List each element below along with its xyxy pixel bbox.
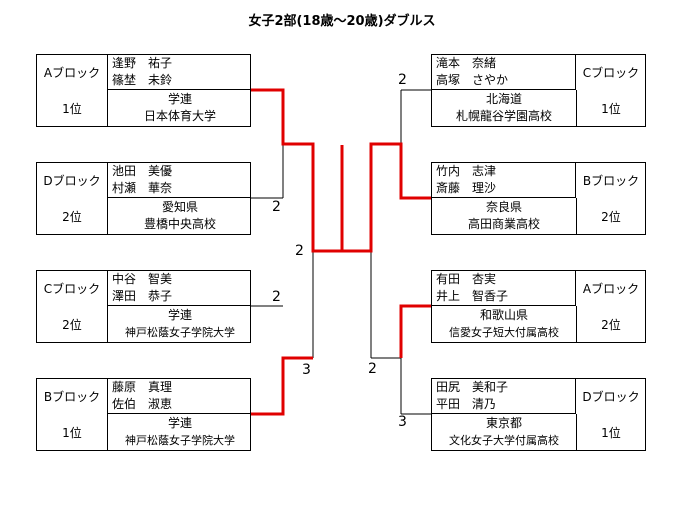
affiliation-region: 北海道 [485,92,522,106]
affiliation: 東京都 文化女子大学付属高校 [432,414,577,450]
affiliation-school: 文化女子大学付属高校 [449,434,559,447]
affiliation: 和歌山県 信愛女子短大付属高校 [432,306,577,342]
block-label: Cブロック [582,66,640,80]
block-label: Bブロック [582,174,640,188]
block-label: Aブロック [43,66,101,80]
affiliation-school: 豊橋中央高校 [143,217,216,231]
player-name: 中谷 智美 [112,272,173,286]
player-name: 滝本 奈緒 [436,56,497,70]
score-left-r1-bottom-b: 3 [302,362,311,378]
player-name: 有田 杏実 [436,272,497,286]
players: 逢野 祐子 篠埜 未鈴 [107,55,251,90]
player-name: 藤原 真理 [112,380,173,394]
players: 中谷 智美 澤田 恭子 [107,271,251,306]
rank-label: 1位 [62,102,82,116]
affiliation: 奈良県 高田商業高校 [432,198,577,234]
score-left-semi: 2 [295,243,304,259]
affiliation-school: 高田商業高校 [467,217,540,231]
entry-right-4: 田尻 美和子 平田 清乃 東京都 文化女子大学付属高校 Dブロック 1位 [431,378,646,451]
affiliation-school: 神戸松蔭女子学院大学 [125,434,235,447]
players: 池田 美優 村瀬 華奈 [107,163,251,198]
block-label: Cブロック [43,282,101,296]
entry-left-4: Bブロック 1位 藤原 真理 佐伯 淑恵 学連 神戸松蔭女子学院大学 [36,378,251,451]
block-label: Aブロック [582,282,640,296]
affiliation: 愛知県 豊橋中央高校 [107,198,252,234]
players: 有田 杏実 井上 智香子 [432,271,576,306]
player-name: 田尻 美和子 [436,380,509,394]
player-name: 篠埜 未鈴 [112,73,173,87]
rank-label: 1位 [601,426,621,440]
rank-label: 2位 [62,210,82,224]
affiliation: 学連 神戸松蔭女子学院大学 [107,306,252,342]
affiliation: 学連 神戸松蔭女子学院大学 [107,414,252,450]
affiliation-school: 信愛女子短大付属高校 [449,326,559,339]
entry-right-3: 有田 杏実 井上 智香子 和歌山県 信愛女子短大付属高校 Aブロック 2位 [431,270,646,343]
bracket-lines-winner [251,88,431,416]
affiliation-school: 神戸松蔭女子学院大学 [125,326,235,339]
bracket-lines-black-left [251,144,314,358]
block-label: Dブロック [582,390,640,404]
player-name: 池田 美優 [112,164,173,178]
score-right-semi: 2 [368,361,377,377]
entry-right-1: 滝本 奈緒 高塚 さやか 北海道 札幌龍谷学園高校 Cブロック 1位 [431,54,646,127]
score-right-r1-bottom: 3 [398,414,407,430]
player-name: 佐伯 淑恵 [112,397,173,411]
rank-label: 2位 [601,210,621,224]
affiliation-region: 和歌山県 [479,308,528,322]
affiliation-school: 日本体育大学 [143,109,216,123]
affiliation-region: 学連 [167,416,192,430]
score-left-r1-top: 2 [272,199,281,215]
players: 滝本 奈緒 高塚 さやか [432,55,576,90]
player-name: 村瀬 華奈 [112,181,173,195]
affiliation-region: 学連 [167,92,192,106]
affiliation: 学連 日本体育大学 [107,90,252,126]
player-name: 逢野 祐子 [112,56,173,70]
affiliation-school: 札幌龍谷学園高校 [455,109,552,123]
player-name: 竹内 志津 [436,164,497,178]
entry-right-2: 竹内 志津 斎藤 理沙 奈良県 高田商業高校 Bブロック 2位 [431,162,646,235]
entry-left-2: Dブロック 2位 池田 美優 村瀬 華奈 愛知県 豊橋中央高校 [36,162,251,235]
rank-label: 1位 [62,426,82,440]
bracket-lines-black-right [370,89,431,415]
score-left-r1-bottom-a: 2 [272,289,281,305]
affiliation-region: 東京都 [485,416,522,430]
affiliation: 北海道 札幌龍谷学園高校 [432,90,577,126]
block-label: Bブロック [43,390,101,404]
player-name: 高塚 さやか [436,73,509,87]
page-title: 女子2部(18歳～20歳)ダブルス [248,14,436,29]
player-name: 井上 智香子 [436,289,509,303]
players: 田尻 美和子 平田 清乃 [432,379,576,414]
player-name: 澤田 恭子 [112,289,173,303]
players: 藤原 真理 佐伯 淑恵 [107,379,251,414]
rank-label: 2位 [62,318,82,332]
block-label: Dブロック [43,174,101,188]
affiliation-region: 愛知県 [161,200,198,214]
player-name: 平田 清乃 [436,397,497,411]
entry-left-3: Cブロック 2位 中谷 智美 澤田 恭子 学連 神戸松蔭女子学院大学 [36,270,251,343]
affiliation-region: 奈良県 [485,200,522,214]
rank-label: 1位 [601,102,621,116]
players: 竹内 志津 斎藤 理沙 [432,163,576,198]
rank-label: 2位 [601,318,621,332]
score-right-r1-top: 2 [398,72,407,88]
player-name: 斎藤 理沙 [436,181,497,195]
affiliation-region: 学連 [167,308,192,322]
entry-left-1: Aブロック 1位 逢野 祐子 篠埜 未鈴 学連 日本体育大学 [36,54,251,127]
